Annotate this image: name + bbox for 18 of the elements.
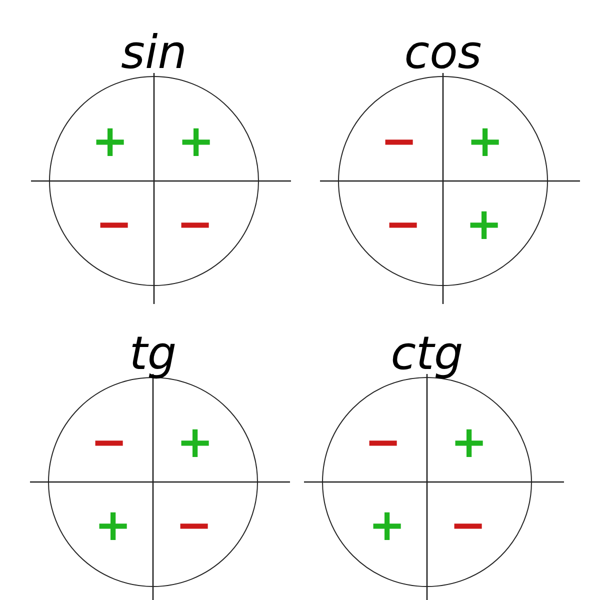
sign-symbol: + [178, 120, 214, 164]
sign-symbol: + [466, 120, 504, 164]
function-name: cos [404, 29, 482, 75]
sign-symbol: + [92, 120, 128, 164]
sign-symbol: − [450, 504, 486, 548]
sign-symbol: − [380, 120, 418, 164]
sign-symbol: − [176, 504, 212, 548]
sign-symbol: − [364, 421, 402, 465]
sign-symbol: + [466, 203, 502, 247]
sign-symbol: − [176, 203, 214, 247]
sign-symbol: + [450, 421, 488, 465]
sign-symbol: − [96, 203, 132, 247]
sign-symbol: − [90, 421, 128, 465]
sign-symbol: − [384, 203, 422, 247]
sign-symbol: + [176, 421, 214, 465]
sign-symbol: + [368, 504, 406, 548]
function-name: sin [121, 29, 187, 75]
sign-symbol: + [94, 504, 132, 548]
